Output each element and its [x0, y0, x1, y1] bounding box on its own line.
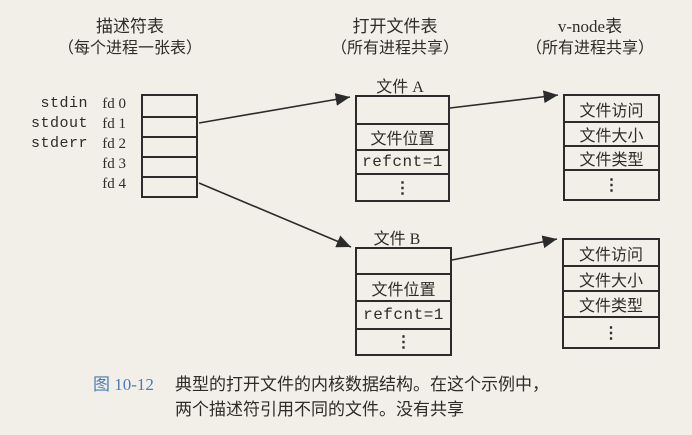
open-file-table-a: 文件位置 refcnt=1 ⋮ — [355, 95, 450, 202]
file-a-pointer-cell — [357, 97, 448, 123]
descriptor-table-header: 描述符表 （每个进程一张表） — [25, 16, 235, 60]
vnode-table-title: v-node表 — [557, 17, 623, 36]
arrow-fd4-to-fileB-icon — [198, 182, 352, 248]
arrow-fileB-to-vnodeB-icon — [451, 235, 558, 261]
label-fd3: fd 3 — [18, 154, 126, 174]
arrow-fd1-to-fileA-icon — [198, 93, 351, 124]
file-b-position-cell: 文件位置 — [357, 273, 450, 300]
file-a-label: 文件 A — [376, 79, 424, 96]
descriptor-table-subtitle: （每个进程一张表） — [57, 40, 202, 57]
descriptor-row-labels: stdin fd 0 stdout fd 1 stderr fd 2 fd 3 … — [18, 94, 126, 194]
label-stdin-fd0: stdin fd 0 — [18, 94, 126, 114]
open-file-table-subtitle: （所有进程共享） — [330, 40, 459, 57]
vnode-a-type-cell: 文件类型 — [565, 145, 658, 169]
descriptor-cell-fd3 — [143, 156, 196, 176]
label-stdout-fd1: stdout fd 1 — [18, 114, 126, 134]
figure-number: 图 10-12 — [93, 375, 154, 394]
open-file-table-b: 文件位置 refcnt=1 ⋮ — [355, 247, 452, 356]
stream-name: stdin — [40, 95, 88, 112]
descriptor-cell-fd2 — [143, 136, 196, 156]
label-fd4: fd 4 — [18, 174, 126, 194]
descriptor-cell-fd4 — [143, 176, 196, 196]
stream-name: stdout — [30, 115, 88, 132]
fd-label: fd 4 — [102, 176, 126, 192]
file-a-ellipsis-cell: ⋮ — [357, 173, 448, 200]
open-file-table-header: 打开文件表 （所有进程共享） — [290, 16, 500, 60]
descriptor-cell-fd0 — [143, 96, 196, 116]
vnode-b-type-cell: 文件类型 — [564, 290, 658, 316]
label-stderr-fd2: stderr fd 2 — [18, 134, 126, 154]
descriptor-cell-fd1 — [143, 116, 196, 136]
descriptor-table-title: 描述符表 — [96, 17, 164, 36]
fd-label: fd 1 — [102, 116, 126, 132]
fd-label: fd 2 — [102, 136, 126, 152]
file-b-label: 文件 B — [373, 231, 421, 248]
vnode-a-access-cell: 文件访问 — [579, 102, 644, 120]
fd-label: fd 0 — [102, 96, 126, 112]
open-file-table-title: 打开文件表 — [352, 17, 438, 36]
file-b-ellipsis-cell: ⋮ — [357, 328, 450, 354]
file-b-pointer-cell — [357, 249, 450, 273]
vnode-a-ellipsis-cell: ⋮ — [565, 169, 658, 199]
fd-label: fd 3 — [102, 156, 126, 172]
vnode-table-header: v-node表 （所有进程共享） — [485, 16, 692, 60]
vnode-table-a: 文件访问 文件大小 文件类型 ⋮ — [563, 94, 660, 201]
vnode-table-subtitle: （所有进程共享） — [525, 40, 654, 57]
stream-name: stderr — [30, 135, 88, 152]
caption-line-1: 典型的打开文件的内核数据结构。在这个示例中， — [175, 375, 549, 394]
caption-line-2: 两个描述符引用不同的文件。没有共享 — [175, 400, 464, 419]
file-a-position-cell: 文件位置 — [357, 123, 448, 149]
vnode-b-size-cell: 文件大小 — [564, 265, 658, 290]
arrow-fileA-to-vnodeA-icon — [449, 90, 559, 109]
vnode-a-size-cell: 文件大小 — [565, 121, 658, 145]
vnode-table-b: 文件访问 文件大小 文件类型 ⋮ — [562, 238, 660, 349]
descriptor-table — [141, 94, 198, 198]
vnode-b-ellipsis-cell: ⋮ — [564, 316, 658, 347]
file-b-refcnt-cell: refcnt=1 — [357, 300, 450, 328]
vnode-b-access-cell: 文件访问 — [578, 246, 643, 264]
file-a-refcnt-cell: refcnt=1 — [357, 149, 448, 173]
